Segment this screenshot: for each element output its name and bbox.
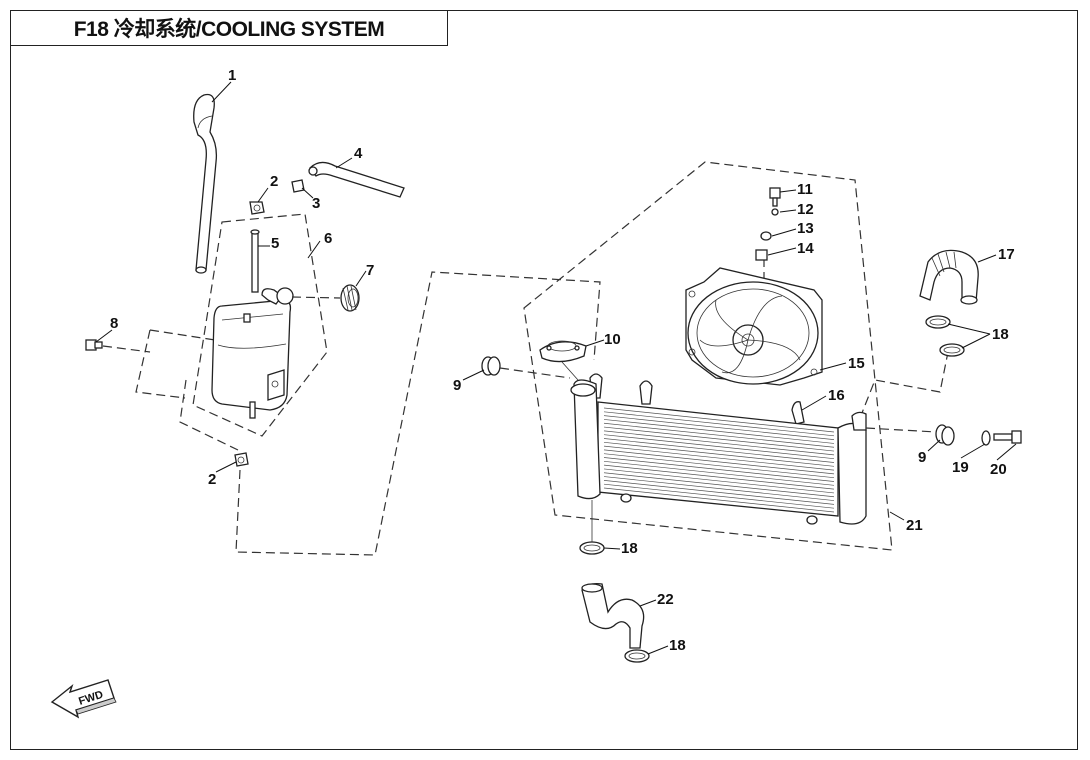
part-18-clamp-mid (939, 343, 965, 357)
radiator-fin-line (603, 480, 835, 505)
callout-20: 20 (990, 461, 1007, 478)
callout-9-left: 9 (453, 377, 461, 394)
callout-8: 8 (110, 315, 118, 332)
radiator-fin-line (603, 449, 835, 475)
radiator-fin-line (603, 464, 835, 490)
radiator-fin-line (603, 453, 835, 479)
part-22-lower-hose (581, 500, 645, 649)
callout-6: 6 (324, 230, 332, 247)
part-14-nut (755, 249, 768, 261)
part-21-radiator (570, 379, 867, 525)
radiator-fin-line (603, 457, 835, 482)
part-2-hose-clamp-lower (234, 452, 249, 467)
callout-18-upper: 18 (992, 326, 1009, 343)
callout-16: 16 (828, 387, 845, 404)
radiator-fin-line (603, 483, 835, 509)
part-12-washer (771, 208, 779, 216)
callout-11: 11 (797, 181, 813, 198)
part-19-washer (865, 427, 991, 446)
title-box: F18 冷却系统/COOLING SYSTEM (10, 10, 448, 46)
callout-7: 7 (366, 262, 374, 279)
radiator-fin-line (603, 476, 835, 501)
callout-2-lower: 2 (208, 471, 216, 488)
callout-3: 3 (312, 195, 320, 212)
callout-21: 21 (906, 517, 923, 534)
part-11-bolt (769, 187, 781, 207)
radiator-fin-line (603, 419, 835, 444)
radiator-fin-line (603, 472, 835, 498)
radiator-fin-line (603, 438, 835, 463)
part-9-grommet-left (481, 356, 571, 379)
radiator-fin-line (603, 434, 835, 460)
assembly-outlines (135, 161, 949, 556)
callout-labels: 1 2 2 3 4 5 6 7 8 9 9 10 11 12 13 14 15 … (110, 67, 1015, 654)
callout-4: 4 (354, 145, 363, 162)
part-18-clamp-upper (925, 315, 951, 329)
part-15-fan-assembly (685, 267, 823, 386)
page-title: F18 冷却系统/COOLING SYSTEM (73, 18, 385, 41)
fwd-arrow-icon: FWD (50, 679, 117, 719)
part-9-grommet-right (935, 424, 955, 446)
callout-17: 17 (998, 246, 1015, 263)
part-8-bolt (85, 339, 151, 353)
radiator-fin-line (603, 426, 835, 452)
callout-10: 10 (604, 331, 621, 348)
callout-19: 19 (952, 459, 969, 476)
radiator-fin-line (603, 407, 835, 433)
radiator-fin-line (603, 460, 835, 486)
callout-5: 5 (271, 235, 279, 252)
callout-14: 14 (797, 240, 814, 257)
callout-18-lower: 18 (669, 637, 686, 654)
radiator-fin-line (603, 487, 835, 513)
part-18-clamp-bottom (624, 649, 650, 663)
callout-12: 12 (797, 201, 814, 218)
callout-18-mid: 18 (621, 540, 638, 557)
callout-13: 13 (797, 220, 814, 237)
radiator-fin-line (603, 445, 835, 471)
radiator-fin-line (603, 430, 835, 456)
part-13-grommet (760, 231, 772, 241)
part-6-coolant-reservoir (211, 287, 294, 419)
radiator-fin-line (603, 468, 835, 494)
part-5-connector-pipe (250, 229, 260, 293)
part-18-clamp-lower-radiator (579, 541, 605, 555)
part-2-hose-clamp-upper (249, 201, 265, 215)
radiator-fin-line (603, 441, 835, 467)
leader-lines (95, 81, 1017, 655)
callout-15: 15 (848, 355, 865, 372)
radiator-fin-line (603, 411, 835, 437)
part-7-reservoir-cap (291, 284, 360, 312)
callout-2-upper: 2 (270, 173, 278, 190)
radiator-fin-line (603, 415, 835, 440)
part-4-breather-hose (308, 161, 405, 198)
radiator-fins (603, 407, 835, 513)
drawing-frame (10, 10, 1078, 750)
callout-1: 1 (228, 67, 236, 84)
part-10-radiator-cap (539, 340, 587, 381)
part-20-bolt (993, 430, 1022, 444)
callout-22: 22 (657, 591, 674, 608)
part-3-clamp (291, 179, 305, 193)
radiator-fin-line (603, 422, 835, 448)
callout-9-right: 9 (918, 449, 926, 466)
part-17-upper-hose (919, 249, 979, 305)
part-1-overflow-hose (193, 93, 218, 274)
